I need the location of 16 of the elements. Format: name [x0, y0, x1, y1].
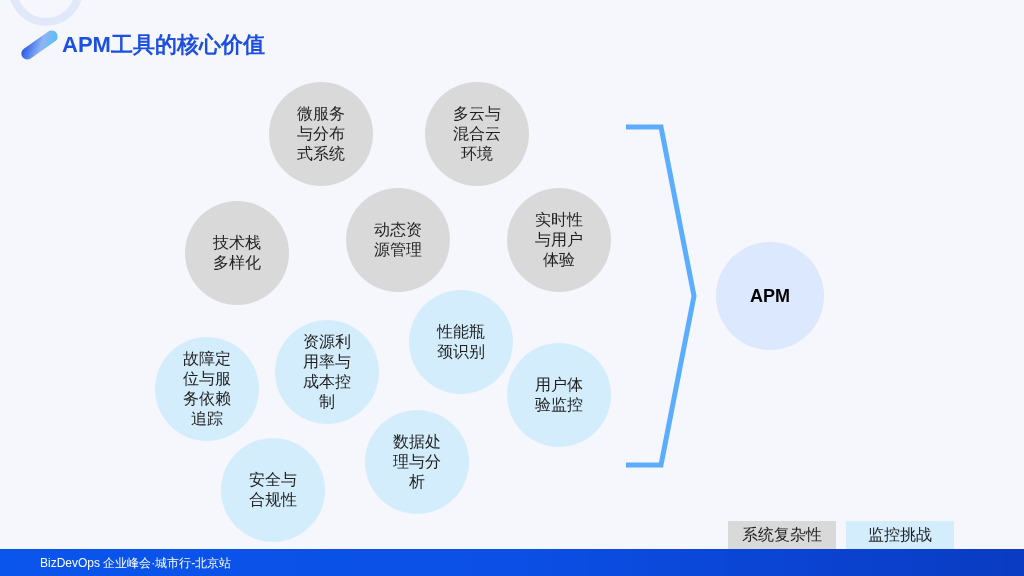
circle-label: 安全与合规性	[248, 470, 298, 510]
circle-label: 多云与混合云环境	[452, 104, 502, 164]
circle-label: 故障定位与服务依赖追踪	[182, 349, 232, 429]
circle-label: 资源利用率与成本控制	[302, 332, 352, 412]
circle-label: 动态资源管理	[373, 220, 423, 260]
circle-label: 数据处理与分析	[392, 432, 442, 492]
circle-label: 技术栈多样化	[212, 233, 262, 273]
legend-label: 系统复杂性	[742, 525, 822, 545]
legend-label: 监控挑战	[868, 525, 932, 545]
circle-label: 性能瓶颈识别	[436, 322, 486, 362]
footer-text: BizDevOps 企业峰会·城市行-北京站	[40, 554, 232, 571]
circle-label: 实时性与用户体验	[534, 210, 584, 270]
circle-label: 用户体验监控	[534, 375, 584, 415]
circle-label: APM	[750, 285, 790, 307]
circle-label: 微服务与分布式系统	[296, 104, 346, 164]
title: APM工具的核心价值	[62, 31, 265, 59]
